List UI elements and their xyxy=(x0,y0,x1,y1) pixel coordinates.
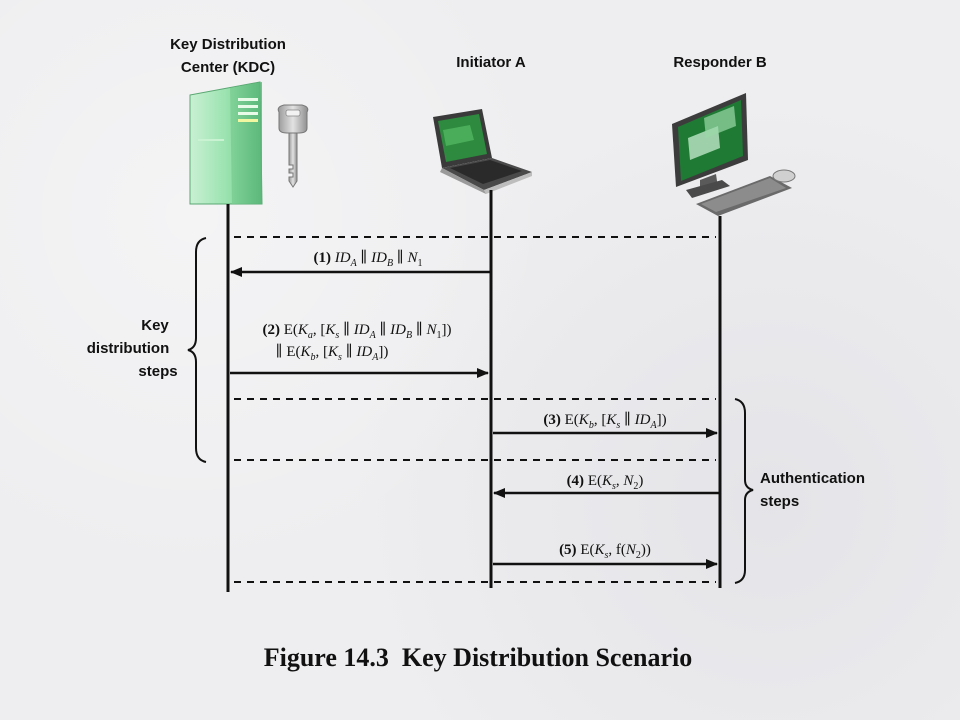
authentication-label-line2: steps xyxy=(760,493,799,510)
authentication-brace xyxy=(734,398,754,584)
key-distribution-label-line2: distribution xyxy=(87,340,170,357)
laptop-icon xyxy=(433,109,532,194)
message-2-label-line1: (2) E(Ka, [Ks ∥ IDA ∥ IDB ∥ N1]) xyxy=(262,321,451,341)
message-3-label: (3) E(Kb, [Ks ∥ IDA]) xyxy=(543,411,666,431)
kdc-header-line1: Key Distribution xyxy=(170,36,286,53)
kdc-header-line2: Center (KDC) xyxy=(181,59,275,76)
figure-caption: Figure 14.3 Key Distribution Scenario xyxy=(264,643,693,672)
message-5-label: (5) E(Ks, f(N2)) xyxy=(559,542,651,561)
key-distribution-brace xyxy=(187,237,207,463)
message-2-label-line2: ∥ E(Kb, [Ks ∥ IDA]) xyxy=(276,343,389,363)
message-1-label: (1) IDA ∥ IDB ∥ N1 xyxy=(313,249,422,269)
key-icon xyxy=(277,104,309,188)
authentication-label-line1: Authentication xyxy=(760,470,865,487)
desktop-computer-icon xyxy=(672,93,796,216)
message-4-label: (4) E(Ks, N2) xyxy=(567,473,644,492)
server-icon xyxy=(189,81,263,205)
responder-header: Responder B xyxy=(673,54,767,71)
key-distribution-label-line3: steps xyxy=(138,363,177,380)
key-distribution-label-line1: Key xyxy=(141,317,169,334)
initiator-header: Initiator A xyxy=(456,54,526,71)
